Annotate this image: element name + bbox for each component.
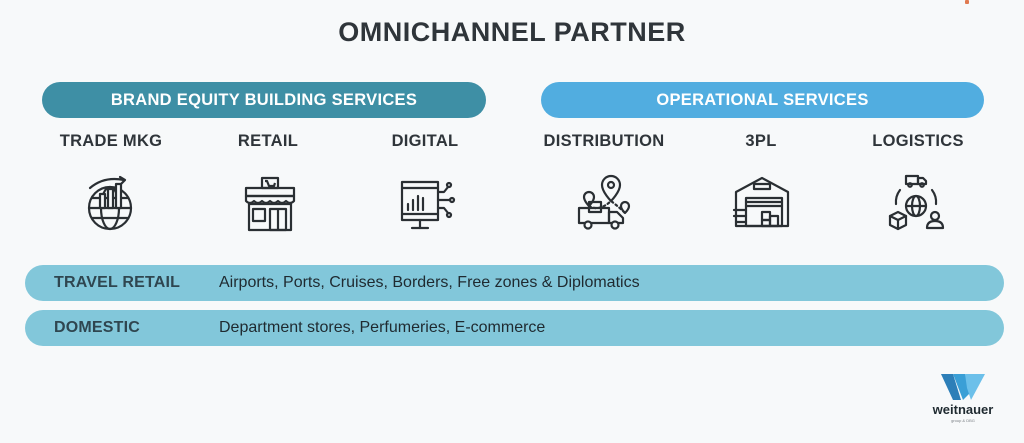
channel-description: Department stores, Perfumeries, E-commer… (219, 319, 546, 336)
digital-monitor-icon (396, 174, 456, 234)
service-label-3pl: 3PL (745, 132, 777, 150)
logo-tagline: group & DBG (951, 418, 975, 423)
warehouse-icon (732, 172, 792, 232)
service-label-digital: DIGITAL (391, 132, 459, 150)
weitnauer-logo-icon (941, 374, 985, 402)
logo-wordmark: weitnauer (932, 402, 994, 417)
brand-services-header: BRAND EQUITY BUILDING SERVICES (42, 82, 486, 118)
global-logistics-icon (886, 172, 946, 232)
operational-services-header: OPERATIONAL SERVICES (541, 82, 984, 118)
company-logo: weitnauer group & DBG (928, 374, 998, 430)
service-label-retail: RETAIL (237, 132, 299, 150)
service-label-distribution: DISTRIBUTION (543, 132, 665, 150)
channel-description: Airports, Ports, Cruises, Borders, Free … (219, 274, 640, 291)
service-label-trade-mkg: TRADE MKG (59, 132, 163, 150)
delivery-truck-map-icon (575, 172, 635, 232)
channel-label: TRAVEL RETAIL (54, 274, 181, 291)
channel-label: DOMESTIC (54, 319, 141, 336)
page-title: OMNICHANNEL PARTNER (338, 17, 686, 47)
corner-accent (965, 0, 969, 4)
storefront-icon (240, 174, 300, 234)
channel-row-domestic: DOMESTIC Department stores, Perfumeries,… (25, 310, 1004, 346)
channel-row-travel-retail: TRAVEL RETAIL Airports, Ports, Cruises, … (25, 265, 1004, 301)
globe-growth-icon (80, 174, 140, 234)
service-label-logistics: LOGISTICS (872, 132, 964, 150)
